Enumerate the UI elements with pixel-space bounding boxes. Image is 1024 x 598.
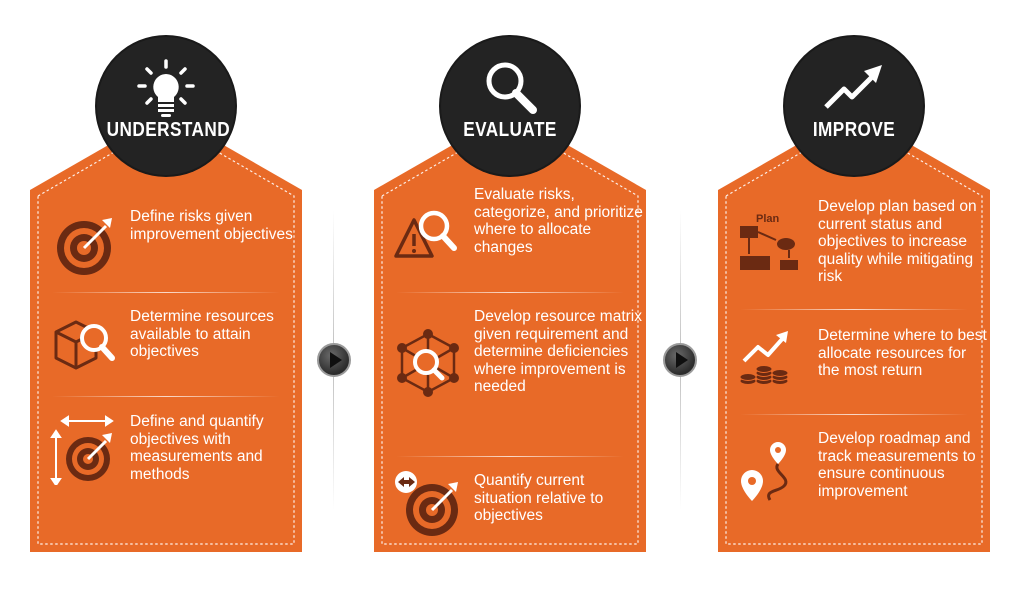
column-understand: UNDERSTAND Define risks given improvemen… xyxy=(30,0,302,560)
item-text: Develop resource matrix given requiremen… xyxy=(474,308,642,395)
divider xyxy=(52,292,280,293)
item-text: Determine resources available to attain … xyxy=(130,308,274,360)
card-background xyxy=(718,112,990,552)
item-text: Determine where to best allocate resourc… xyxy=(818,327,987,379)
divider xyxy=(52,396,280,397)
plan-label: Plan xyxy=(756,213,780,225)
divider xyxy=(740,414,968,415)
growth-coins-icon xyxy=(739,331,789,385)
target-measure-icon xyxy=(50,415,114,485)
lightbulb-icon xyxy=(137,59,195,117)
divider xyxy=(396,456,624,457)
target-icon xyxy=(57,218,112,275)
risk-magnifier-icon xyxy=(394,210,457,258)
network-magnifier-icon xyxy=(397,329,459,397)
improve-badge: IMPROVE xyxy=(785,37,923,175)
magnifier-icon xyxy=(486,62,537,114)
understand-badge: UNDERSTAND xyxy=(97,37,235,175)
roadmap-pins-icon xyxy=(741,442,788,501)
evaluate-badge: EVALUATE xyxy=(441,37,579,175)
next-arrow-button xyxy=(663,343,697,377)
play-arrow-icon xyxy=(330,352,342,368)
divider xyxy=(740,309,968,310)
target-direction-icon xyxy=(395,471,458,536)
item-text: Define risks given improvement objective… xyxy=(130,208,293,243)
divider xyxy=(396,292,624,293)
plan-flowchart-icon: Plan xyxy=(740,213,798,270)
column-evaluate: EVALUATE Evaluate risks, categorize, and… xyxy=(374,0,646,560)
column-title: IMPROVE xyxy=(812,119,896,141)
next-arrow-button xyxy=(317,343,351,377)
item-text: Evaluate risks, categorize, and prioriti… xyxy=(474,186,643,256)
item-text: Develop roadmap and track measurements t… xyxy=(818,430,976,500)
column-improve: IMPROVE Plan Develop plan based on curre… xyxy=(718,0,990,560)
item-text: Quantify current situation relative to o… xyxy=(474,472,604,524)
item-text: Develop plan based on current status and… xyxy=(818,198,977,285)
column-title: EVALUATE xyxy=(463,119,557,141)
column-title: UNDERSTAND xyxy=(106,119,231,141)
trend-arrow-icon xyxy=(824,65,882,109)
play-arrow-icon xyxy=(676,352,688,368)
item-text: Define and quantify objectives with meas… xyxy=(130,413,264,483)
box-magnifier-icon xyxy=(54,320,115,370)
